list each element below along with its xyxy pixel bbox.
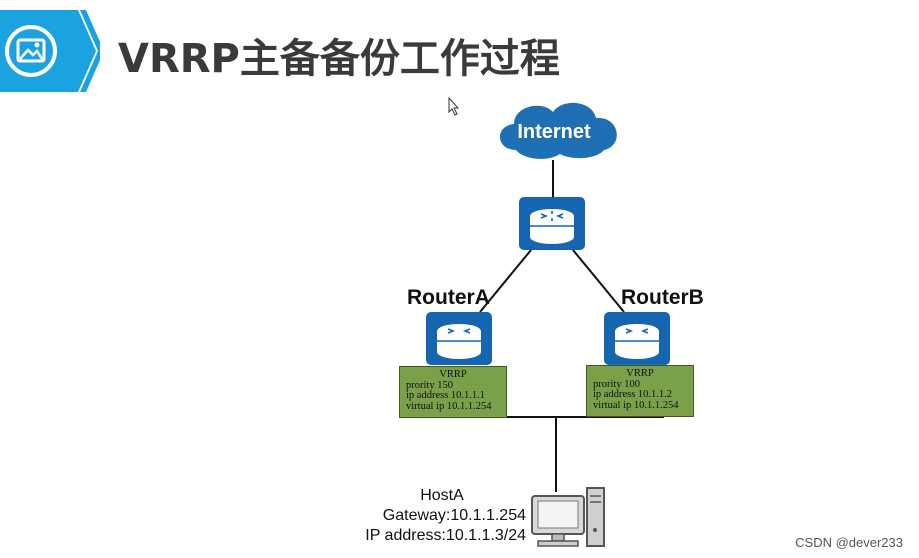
cloud-icon — [499, 102, 617, 159]
desktop-computer-icon — [531, 487, 605, 547]
vrrp-priority: prority 150 — [406, 379, 453, 391]
host-info: HostA Gateway:10.1.1.254 IP address:10.1… — [330, 486, 526, 546]
router-a-vrrp-config: VRRP prority 150 ip address 10.1.1.1 vir… — [399, 366, 507, 418]
router-b-vrrp-config: VRRP prority 100 ip address 10.1.1.2 vir… — [586, 365, 694, 417]
vrrp-ip: ip address 10.1.1.2 — [593, 389, 673, 400]
link-core-routera — [479, 249, 532, 313]
vrrp-ip: ip address 10.1.1.1 — [406, 390, 486, 401]
page-title: VRRP主备备份工作过程 — [118, 36, 560, 82]
router-a-icon — [426, 312, 492, 365]
vrrp-virtual-ip: virtual ip 10.1.1.254 — [593, 399, 679, 411]
vrrp-title: VRRP — [439, 369, 467, 380]
router-a-label: RouterA — [407, 286, 490, 309]
host-name: HostA — [420, 487, 464, 504]
vrrp-title: VRRP — [626, 368, 654, 379]
watermark: CSDN @dever233 — [795, 535, 903, 550]
image-icon — [5, 25, 57, 77]
internet-label: Internet — [517, 121, 591, 143]
host-ip: IP address:10.1.1.3/24 — [365, 527, 526, 544]
mouse-cursor-icon — [448, 96, 460, 116]
router-b-label: RouterB — [621, 286, 704, 309]
link-core-routerb — [572, 249, 625, 313]
core-router-icon — [519, 197, 585, 250]
vrrp-priority: prority 100 — [593, 378, 640, 390]
host-gateway: Gateway:10.1.1.254 — [382, 507, 526, 524]
vrrp-virtual-ip: virtual ip 10.1.1.254 — [406, 400, 492, 412]
router-b-icon — [604, 312, 670, 365]
title-badge — [0, 10, 104, 92]
